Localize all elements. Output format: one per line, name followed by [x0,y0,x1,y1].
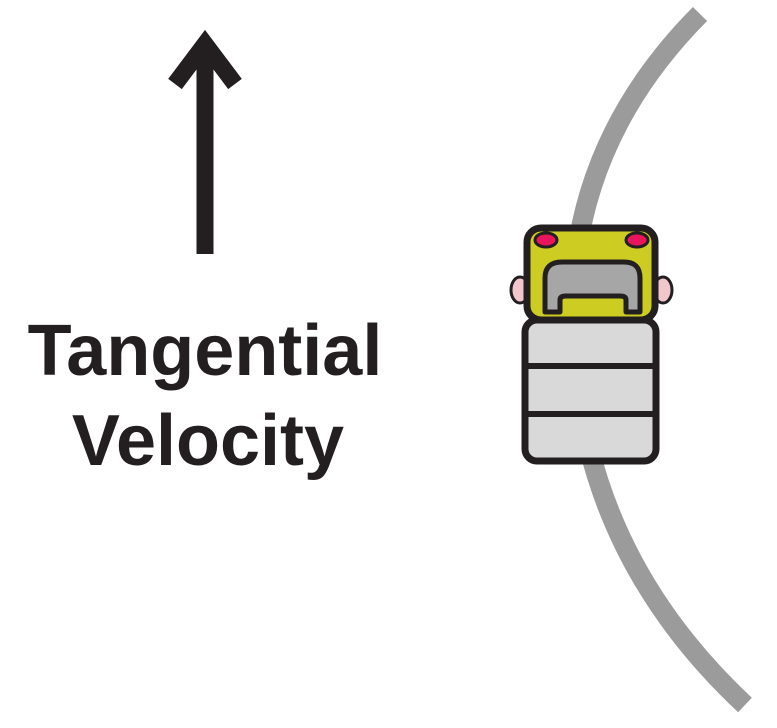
left-headlight [533,231,559,249]
velocity-arrow-icon [168,29,242,254]
truck-icon [509,224,674,465]
truck-trailer [521,316,660,465]
label-line-1: Tangential [28,311,383,391]
truck-windshield [542,259,643,315]
label-line-2: Velocity [72,401,344,481]
right-headlight [624,231,650,249]
